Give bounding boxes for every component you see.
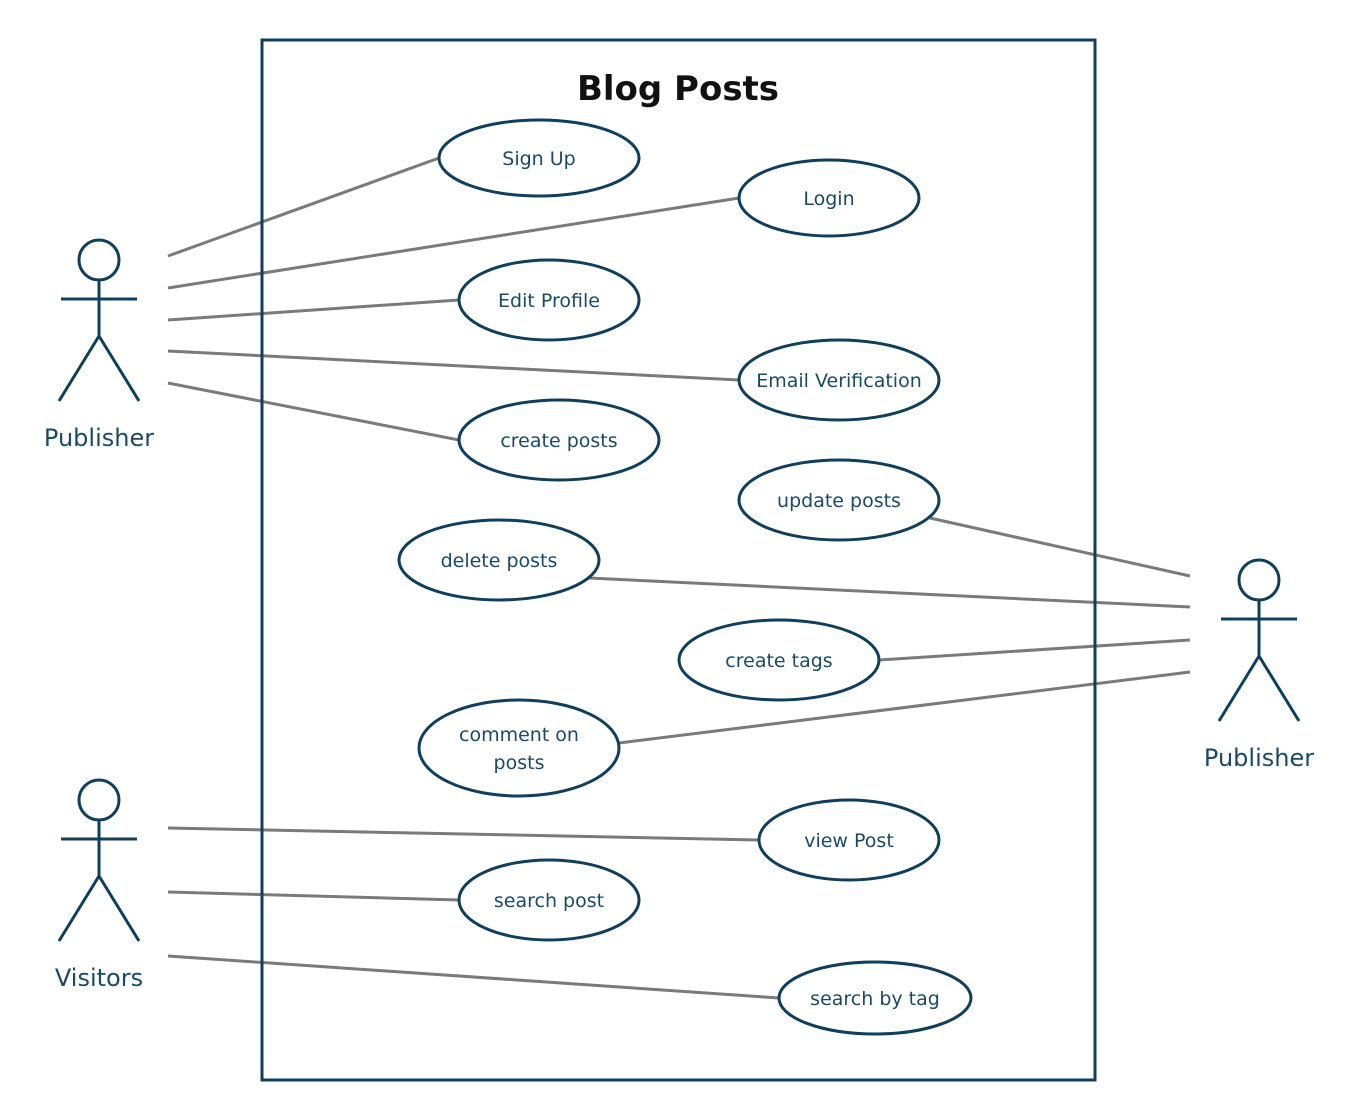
association-visitors-view-post bbox=[167, 826, 760, 842]
use-case-login[interactable]: Login bbox=[737, 158, 921, 238]
association-publisher-right-delete-posts bbox=[588, 576, 1191, 609]
use-case-ellipse bbox=[457, 398, 661, 482]
association-publisher-left-create-posts bbox=[167, 381, 460, 442]
use-case-edit-profile[interactable]: Edit Profile bbox=[457, 258, 641, 342]
use-case-sign-up[interactable]: Sign Up bbox=[437, 118, 641, 198]
association-publisher-left-login bbox=[167, 196, 740, 290]
actor-publisher-right: Publisher bbox=[1204, 558, 1314, 772]
use-case-label: Login bbox=[803, 188, 854, 210]
use-case-ellipse bbox=[457, 258, 641, 342]
association-publisher-left-email-verification bbox=[167, 349, 740, 382]
use-case-label: Edit Profile bbox=[498, 290, 600, 312]
system-boundary bbox=[260, 38, 1097, 1082]
use-case-ellipse bbox=[457, 858, 641, 942]
association-lines bbox=[167, 156, 1191, 1000]
actor-right-leg bbox=[97, 335, 141, 402]
actor-label: Visitors bbox=[55, 964, 143, 992]
association-visitors-search-by-tag bbox=[167, 954, 780, 1000]
use-case-label: search post bbox=[494, 890, 604, 912]
actor-right-leg bbox=[97, 875, 141, 942]
actor-visitors: Visitors bbox=[55, 778, 143, 992]
actor-label: Publisher bbox=[44, 424, 154, 452]
use-case-label: Sign Up bbox=[502, 148, 575, 170]
use-case-label: create posts bbox=[500, 430, 617, 452]
use-case-ellipse bbox=[737, 158, 921, 238]
use-case-search-by-tag[interactable]: search by tag bbox=[777, 960, 973, 1036]
use-case-ellipse bbox=[757, 798, 941, 882]
actor-head bbox=[1237, 558, 1281, 602]
use-case-label: delete posts bbox=[441, 550, 558, 572]
use-case-ellipse bbox=[397, 518, 601, 602]
use-case-ellipse bbox=[737, 458, 941, 542]
use-case-label: create tags bbox=[725, 650, 832, 672]
actor-left-leg bbox=[57, 335, 101, 402]
system-title: Blog Posts bbox=[577, 69, 779, 109]
association-publisher-left-sign-up bbox=[167, 156, 440, 258]
association-publisher-right-update-posts bbox=[929, 516, 1191, 578]
use-case-view-post[interactable]: view Post bbox=[757, 798, 941, 882]
use-case-label: view Post bbox=[804, 830, 894, 852]
use-case-label: search by tag bbox=[810, 988, 940, 1010]
use-case-email-verification[interactable]: Email Verification bbox=[737, 338, 941, 422]
association-publisher-left-edit-profile bbox=[167, 298, 460, 322]
use-case-label: posts bbox=[494, 752, 545, 774]
actor-head bbox=[77, 238, 121, 282]
association-publisher-right-create-tags bbox=[878, 638, 1191, 662]
actor-publisher-left: Publisher bbox=[44, 238, 154, 452]
actor-left-leg bbox=[57, 875, 101, 942]
use-case-create-posts[interactable]: create posts bbox=[457, 398, 661, 482]
use-case-ellipse bbox=[777, 960, 973, 1036]
use-case-label: Email Verification bbox=[756, 370, 922, 392]
use-case-update-posts[interactable]: update posts bbox=[737, 458, 941, 542]
use-case-ellipse bbox=[737, 338, 941, 422]
use-case-ellipse bbox=[437, 118, 641, 198]
use-case-search-post[interactable]: search post bbox=[457, 858, 641, 942]
actor-label: Publisher bbox=[1204, 744, 1314, 772]
actor-left-leg bbox=[1217, 655, 1261, 722]
use-case-ellipse bbox=[677, 618, 881, 702]
use-case-delete-posts[interactable]: delete posts bbox=[397, 518, 601, 602]
use-case-label: update posts bbox=[777, 490, 901, 512]
use-case-label: comment on bbox=[459, 724, 579, 746]
actor-head bbox=[77, 778, 121, 822]
use-case-comment-on-posts[interactable]: comment on posts bbox=[417, 698, 621, 798]
association-visitors-search-post bbox=[167, 890, 460, 902]
actor-right-leg bbox=[1257, 655, 1301, 722]
use-case-ellipse bbox=[417, 698, 621, 798]
use-case-create-tags[interactable]: create tags bbox=[677, 618, 881, 702]
